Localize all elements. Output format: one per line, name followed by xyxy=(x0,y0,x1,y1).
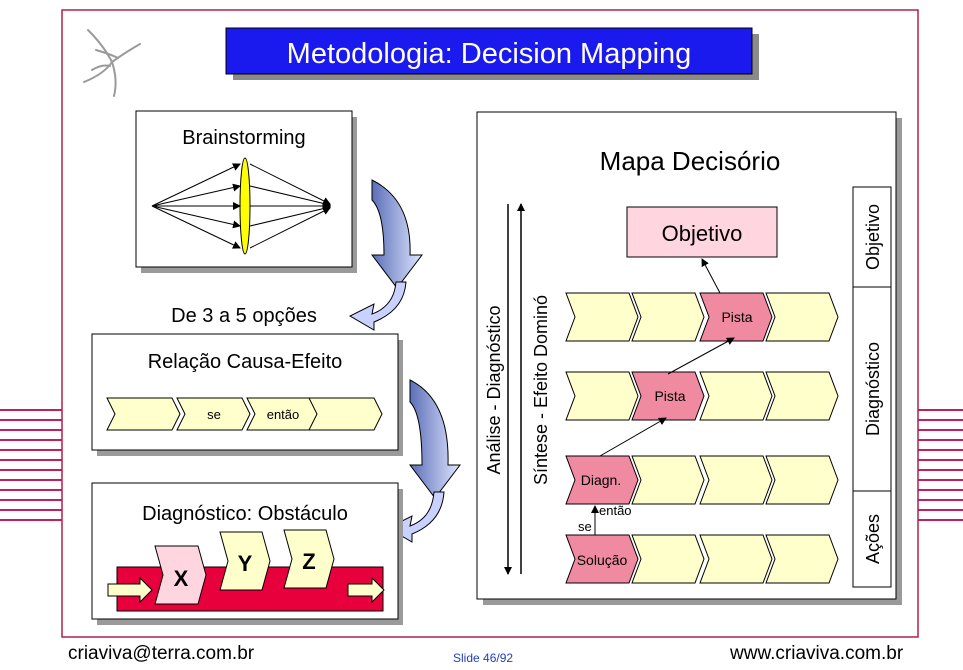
obstacle-x-shape xyxy=(154,545,207,605)
ce-chevron-se: se xyxy=(207,407,221,422)
page-title: Metodologia: Decision Mapping xyxy=(287,38,692,70)
side-label-column: Objetivo Diagnóstico Ações xyxy=(852,186,892,588)
connector-se: se xyxy=(578,519,592,534)
title-box xyxy=(225,27,753,75)
ce-chevron-entao: então xyxy=(267,407,300,422)
obstacle-z-shape xyxy=(283,529,335,589)
obstacle-x: X xyxy=(174,566,189,591)
cause-effect-title: Relação Causa-Efeito xyxy=(148,351,343,373)
obstacle-y: Y xyxy=(238,551,253,576)
obstacle-arrow-left xyxy=(107,576,153,604)
map-row-4: Solução xyxy=(565,534,839,584)
ce-chevron-4 xyxy=(308,397,383,431)
footer-slide-number: Slide 46/92 xyxy=(453,651,514,665)
logo-icon xyxy=(83,29,141,97)
curved-arrow-1 xyxy=(370,179,424,289)
cause-effect-box xyxy=(91,333,399,451)
side-label-objetivo: Objetivo xyxy=(863,204,883,270)
ce-chevron-1 xyxy=(106,397,181,431)
ce-chevron-2 xyxy=(176,397,251,431)
side-label-acoes: Ações xyxy=(863,514,883,564)
objective-label: Objetivo xyxy=(662,221,743,246)
side-label-diagnostico: Diagnóstico xyxy=(863,342,883,436)
map-row3-diagn xyxy=(565,455,639,505)
obstacle-arrow-right xyxy=(347,576,385,604)
left-stripes xyxy=(0,409,62,521)
decision-map-title: Mapa Decisório xyxy=(600,146,781,176)
footer-website: www.criaviva.com.br xyxy=(730,643,904,664)
lens-shape xyxy=(239,157,251,255)
curved-arrow-1-tail xyxy=(348,281,407,331)
brainstorming-arrows xyxy=(151,163,331,249)
map-row1-pista xyxy=(699,292,773,342)
map-row-1: Pista xyxy=(565,292,839,342)
axis-sintese-label: Síntese - Efeito Dominó xyxy=(531,295,551,485)
map-row1-pista-label: Pista xyxy=(721,309,752,325)
map-row4-solucao xyxy=(565,534,639,584)
map-row2-pista-label: Pista xyxy=(654,388,685,404)
options-label: De 3 a 5 opções xyxy=(171,305,317,327)
obstacle-z: Z xyxy=(302,549,315,574)
cause-effect-chevrons: se então xyxy=(106,397,383,431)
brainstorming-title: Brainstorming xyxy=(182,127,305,149)
map-row3-diagn-label: Diagn. xyxy=(581,472,621,488)
map-connectors xyxy=(591,258,735,535)
connector-entao: então xyxy=(599,503,632,518)
map-row-3: Diagn. xyxy=(565,455,839,505)
axis-analise-label: Análise - Diagnóstico xyxy=(484,305,504,474)
objective-box xyxy=(626,206,778,258)
map-row2-pista xyxy=(631,371,705,421)
obstacle-y-shape xyxy=(219,531,271,591)
decision-map-box xyxy=(476,111,897,600)
right-stripes xyxy=(918,409,963,521)
map-row4-solucao-label: Solução xyxy=(577,552,628,568)
curved-arrow-2 xyxy=(408,379,462,499)
obstacle-title: Diagnóstico: Obstáculo xyxy=(142,503,348,525)
footer-email: criaviva@terra.com.br xyxy=(68,643,255,664)
map-row-2: Pista xyxy=(565,371,839,421)
